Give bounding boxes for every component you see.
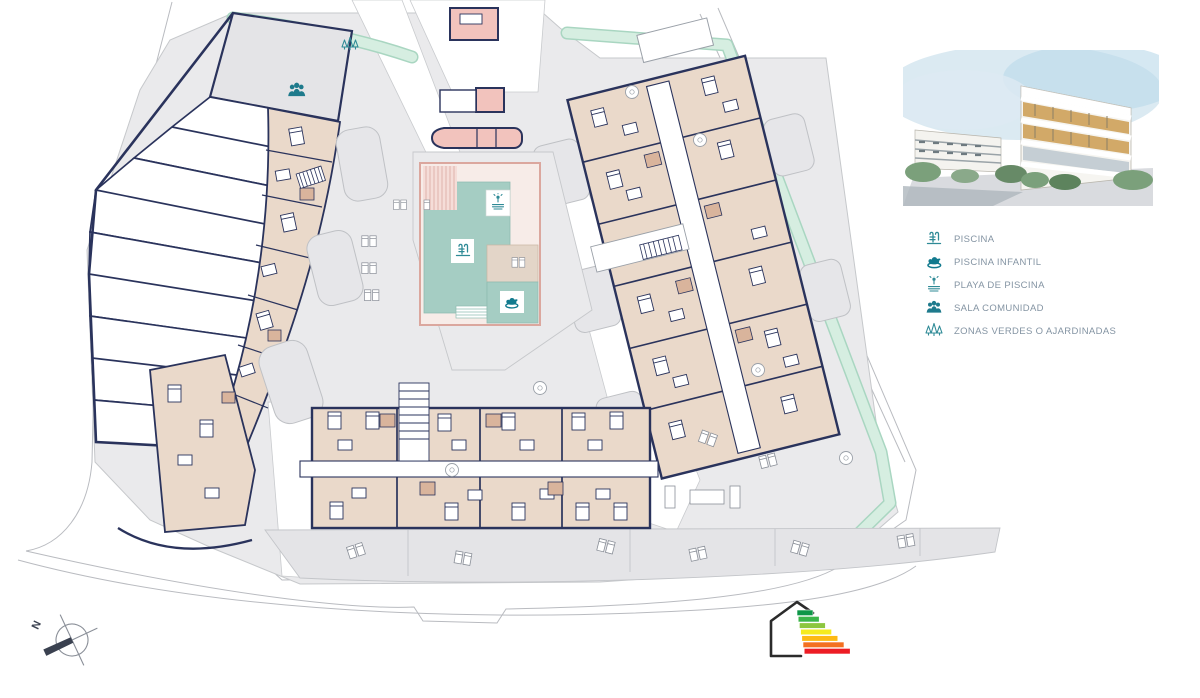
lobby-rooms [430,7,523,149]
pergola [636,17,715,64]
trees-icon [924,321,944,341]
left-wing-building [87,11,389,550]
legend-item-piscina-infantil: PISCINA INFANTIL [924,254,1116,270]
legend-item-playa-de-piscina: PLAYA DE PISCINA [924,275,1116,295]
legend-label: ZONAS VERDES O AJARDINADAS [954,325,1117,337]
north-label: N [30,619,44,631]
pool-complex [362,151,593,371]
north-compass: N [30,614,98,666]
bottom-wing-building [264,382,1001,583]
energy-efficiency-icon [769,600,851,658]
stairs [639,234,683,260]
furniture [238,126,315,378]
corridor [299,460,659,478]
pool-steps [455,305,488,319]
legend-label: PISCINA [954,233,995,245]
entrance-landing [590,223,690,273]
legend-label: PISCINA INFANTIL [954,256,1042,268]
stairs [398,382,430,462]
people-group-icon [924,298,944,318]
legend-item-zonas-verdes: ZONAS VERDES O AJARDINADAS [924,321,1117,341]
legend: PISCINA PISCINA INFANTIL PLAYA DE PISCIN… [924,231,1116,339]
furniture [327,411,628,521]
building-render [903,50,1159,206]
terrace-loungers [346,85,914,566]
beach-shower-icon [924,275,944,295]
left-wing-end-apartment [117,353,256,550]
stairs [295,165,326,189]
legend-item-sala-comunidad: SALA COMUNIDAD [924,300,1116,316]
furniture [590,75,800,441]
legend-label: SALA COMUNIDAD [954,302,1044,314]
terrace-band [264,527,1001,583]
pool-ladder-icon [924,229,944,249]
rubber-duck-icon [924,252,944,272]
legend-item-piscina: PISCINA [924,231,1116,247]
corridor [645,80,761,454]
terraces [258,126,389,425]
legend-label: PLAYA DE PISCINA [954,279,1045,291]
